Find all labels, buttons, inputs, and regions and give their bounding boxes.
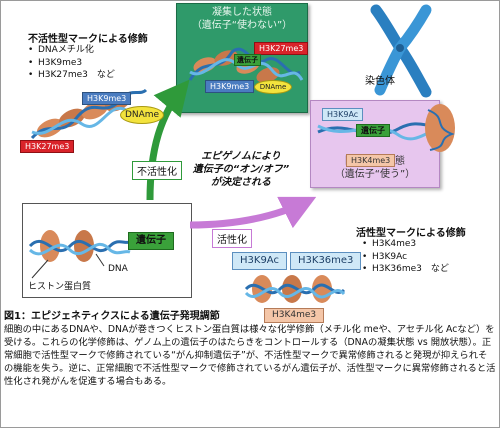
inactive-mark-item: H3K9me3 — [28, 57, 115, 70]
tag-h3k27me3-left: H3K27me3 — [20, 140, 75, 153]
inactivation-label: 不活性化 — [132, 161, 182, 180]
tag-h3k9ac-open: H3K9Ac — [322, 108, 364, 121]
open-state-title-line2: （遺伝子“使う”） — [334, 169, 416, 180]
chromosome-label: 染色体 — [365, 76, 395, 87]
closed-state-panel: 凝集した状態 （遺伝子“使わない”） — [176, 3, 308, 113]
inactive-marks-heading: 不活性型マークによる修飾 — [28, 34, 148, 45]
closed-state-title-line2: （遺伝子“使わない”） — [191, 20, 293, 31]
active-marks-list: H3K4me3 H3K9Ac H3K36me3 など — [362, 238, 449, 276]
histone-label: ヒストン蛋白質 — [28, 282, 92, 292]
tag-h3k9ac-bottom: H3K9Ac — [232, 252, 287, 270]
tag-gene-open: 遺伝子 — [356, 124, 390, 137]
tag-h3k4me3-open: H3K4me3 — [346, 154, 396, 167]
active-mark-item: H3K9Ac — [362, 251, 449, 264]
active-mark-item: H3K36me3 など — [362, 263, 449, 276]
inactivation-arrow — [146, 79, 190, 201]
center-statement: エピゲノムにより 遺伝子の“オン/オフ” が決定される — [180, 150, 302, 189]
inactive-mark-item: DNAメチル化 — [28, 44, 115, 57]
tag-gene-panel: 遺伝子 — [128, 232, 174, 250]
figure-caption: 図1：エピジェネティクスによる遺伝子発現調節 細胞の中にあるDNAや、DNAが巻… — [4, 310, 496, 388]
caption-body: 細胞の中にあるDNAや、DNAが巻きつくヒストン蛋白質は様々な化学修飾（メチル化… — [4, 324, 496, 387]
tag-dname-left: DNAme — [120, 106, 164, 124]
tag-dname-closed: DNAme — [254, 80, 292, 94]
tag-h3k27me3-closed: H3K27me3 — [254, 42, 309, 55]
inactive-mark-item: H3K27me3 など — [28, 69, 115, 82]
caption-title: 図1：エピジェネティクスによる遺伝子発現調節 — [4, 311, 220, 322]
tag-gene-closed: 遺伝子 — [234, 54, 261, 66]
closed-state-title-line1: 凝集した状態 — [212, 7, 272, 18]
activation-label: 活性化 — [212, 229, 252, 248]
activation-arrow — [189, 196, 317, 229]
closed-state-title: 凝集した状態 （遺伝子“使わない”） — [177, 6, 307, 32]
gene-panel-dna — [28, 230, 131, 279]
tag-h3k36me3-bottom: H3K36me3 — [290, 252, 362, 270]
inactive-marks-list: DNAメチル化 H3K9me3 H3K27me3 など — [28, 44, 115, 82]
tag-h3k4me3-bottom: H3K4me3 — [264, 308, 325, 323]
chromosome-icon — [370, 4, 432, 98]
open-chromatin — [317, 104, 455, 152]
center-statement-line2: 遺伝子の“オン/オフ” — [192, 164, 290, 175]
dna-label: DNA — [108, 264, 128, 274]
active-chromatin-bottom — [244, 275, 346, 303]
center-statement-line3: が決定される — [211, 177, 271, 188]
active-marks-heading: 活性型マークによる修飾 — [356, 228, 466, 239]
tag-h3k9me3-closed: H3K9me3 — [205, 80, 255, 93]
tag-h3k9me3-left: H3K9me3 — [82, 92, 132, 105]
active-mark-item: H3K4me3 — [362, 238, 449, 251]
center-statement-line1: エピゲノムにより — [201, 151, 281, 162]
